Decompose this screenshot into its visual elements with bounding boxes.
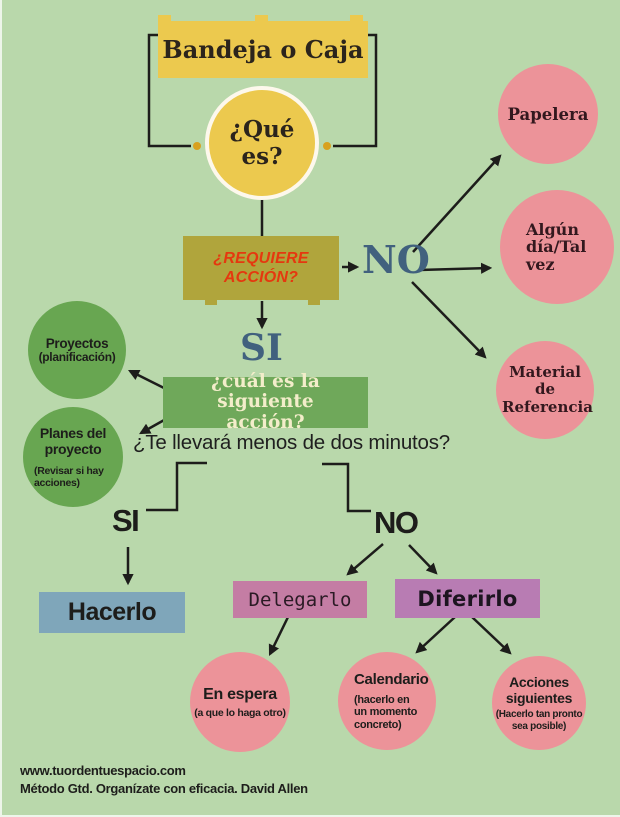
title-text: Bandeja o Caja: [162, 35, 364, 64]
two-minute-question: ¿Te llevará menos de dos minutos?: [133, 431, 451, 454]
papelera-text: Papelera: [507, 104, 589, 124]
delegarlo-box: Delegarlo: [233, 581, 367, 618]
footer-website: www.tuordentuespacio.com: [20, 763, 186, 778]
proyectos-subtitle: (planificación): [38, 350, 116, 365]
hacerlo-box: Hacerlo: [39, 592, 185, 633]
delegarlo-text: Delegarlo: [248, 588, 352, 611]
next-action-line2: acción?: [226, 411, 305, 433]
project-circle-planes: Planes del proyecto (Revisar si hay acci…: [23, 407, 123, 507]
calendario-title: Calendario: [354, 670, 429, 688]
proyectos-title: Proyectos: [45, 335, 109, 351]
box-foot: [205, 300, 217, 305]
footer: www.tuordentuespacio.com Método Gtd. Org…: [20, 762, 308, 797]
hacerlo-text: Hacerlo: [67, 598, 157, 626]
what-is-it-circle: ¿Qué es?: [205, 86, 319, 200]
diferirlo-to-calendario-arrow: [415, 616, 456, 654]
acciones-subtitle: (Hacerlo tan pronto sea posible): [495, 709, 583, 732]
next-action-line1: ¿cuál es la siguiente: [211, 370, 320, 413]
tape-tab: [255, 15, 268, 21]
connector-dot-left: [193, 142, 201, 150]
algun-dia-text: Algún día/Tal vez: [526, 219, 587, 274]
outcome-circle-papelera: Papelera: [498, 64, 598, 164]
tape-tab: [158, 15, 171, 21]
what-is-it-text: ¿Qué es?: [229, 116, 295, 170]
connector-dot-right: [323, 142, 331, 150]
si-label-top: SI: [240, 327, 283, 369]
si-label-bottom: SI: [112, 503, 140, 538]
no-label-top: NO: [362, 237, 430, 282]
title-box: Bandeja o Caja: [158, 15, 368, 78]
material-text: Material de Referencia: [502, 363, 593, 416]
bracket-si-line: [146, 461, 207, 512]
outcome-circle-calendario: Calendario (hacerlo en un momento concre…: [338, 652, 436, 750]
requires-action-line2: ACCIÓN?: [223, 269, 299, 286]
planes-subtitle: (Revisar si hay acciones): [34, 465, 104, 489]
diferirlo-box: Diferirlo: [395, 579, 540, 618]
no-to-diferirlo-arrow: [408, 544, 438, 575]
outcome-circle-en-espera: En espera (a que lo haga otro): [190, 652, 290, 752]
outcome-circle-material-referencia: Material de Referencia: [496, 341, 594, 439]
delegarlo-to-espera-arrow: [268, 614, 291, 657]
diferirlo-to-acciones-arrow: [471, 616, 512, 655]
bracket-no-line: [322, 462, 371, 513]
en-espera-subtitle: (a que lo haga otro): [194, 706, 286, 719]
diferirlo-text: Diferirlo: [417, 586, 518, 611]
acciones-title: Acciones siguientes: [505, 673, 573, 706]
nextaction-to-proyectos-arrow: [127, 369, 167, 391]
no-to-material-arrow: [411, 281, 487, 359]
footer-credit: Método Gtd. Organízate con eficacia. Dav…: [20, 780, 308, 796]
en-espera-title: En espera: [203, 685, 277, 703]
next-action-box: ¿cuál es la siguiente acción?: [163, 371, 368, 433]
no-label-bottom: NO: [374, 505, 419, 540]
tape-tab: [350, 15, 363, 21]
project-circle-proyectos: Proyectos (planificación): [28, 301, 126, 399]
planes-title: Planes del proyecto: [39, 424, 107, 457]
requires-action-box: ¿REQUIERE ACCIÓN?: [183, 236, 339, 305]
outcome-circle-algun-dia: Algún día/Tal vez: [500, 190, 614, 304]
box-foot: [308, 300, 320, 305]
calendario-subtitle: (hacerlo en un momento concreto): [354, 693, 417, 731]
requires-action-line1: ¿REQUIERE: [213, 249, 309, 267]
outcome-circle-acciones-siguientes: Acciones siguientes (Hacerlo tan pronto …: [492, 656, 586, 750]
no-to-delegarlo-arrow: [346, 543, 384, 576]
